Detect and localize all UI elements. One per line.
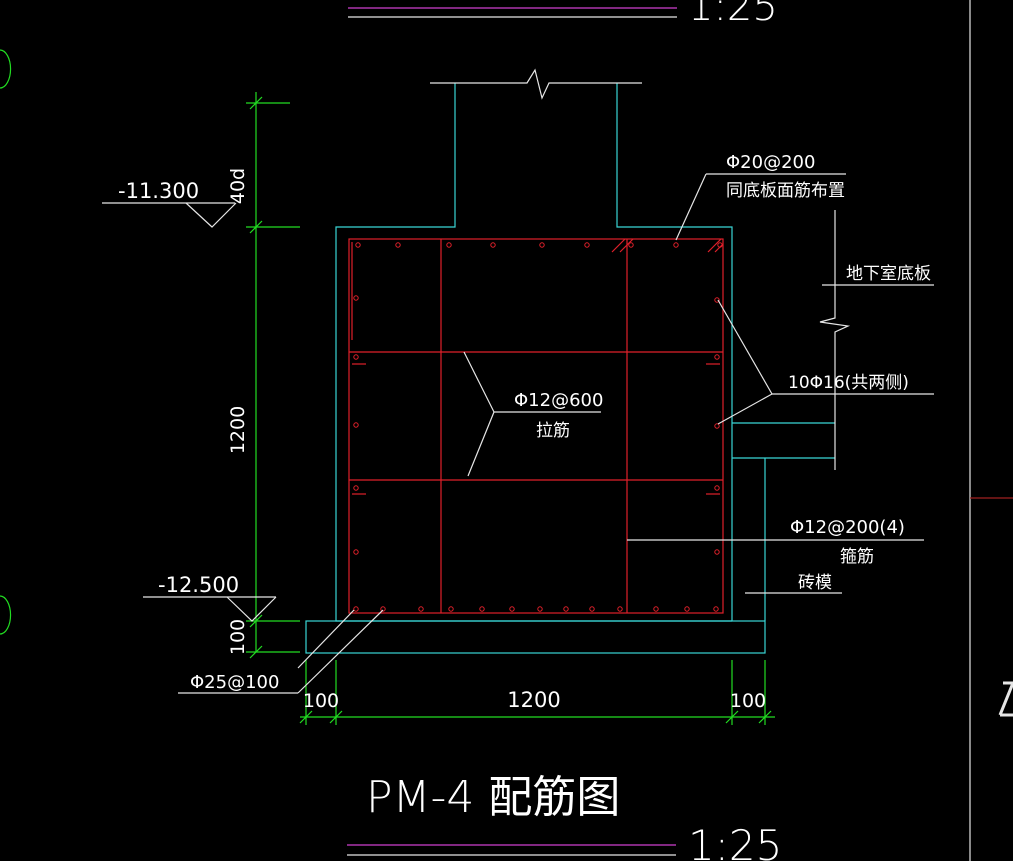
top-bar-spec: Φ20@200: [726, 152, 815, 173]
annotation-stirrups: Φ12@200(4) 箍筋: [627, 517, 924, 567]
tie-bar-spec: Φ12@600: [514, 390, 603, 411]
rebar-dot: [479, 606, 485, 612]
rebar-dot: [628, 242, 634, 248]
dim-width-left: 100: [303, 690, 339, 712]
rebar-dot: [584, 242, 590, 248]
drawing-scale: 1:25: [688, 821, 782, 861]
stirrup-note: 箍筋: [840, 547, 874, 567]
rebar-cage: [348, 238, 724, 614]
rebar-dot: [353, 295, 359, 301]
stirrup-spec: Φ12@200(4): [790, 517, 905, 538]
annotation-top-bars: Φ20@200 同底板面筋布置: [675, 152, 846, 241]
rebar-dot: [509, 606, 515, 612]
rebar-dot: [418, 606, 424, 612]
annotation-brick-form: 砖模: [745, 573, 842, 594]
rebar-dot: [537, 606, 543, 612]
rebar-dot: [446, 242, 452, 248]
elevation-top: -11.300: [102, 179, 237, 228]
elevation-bottom-label: -12.500: [158, 573, 239, 597]
rebar-dot: [714, 549, 720, 555]
rebar-dot: [589, 606, 595, 612]
top-bar-note: 同底板面筋布置: [726, 181, 845, 201]
sheet-frame: [969, 0, 1013, 861]
annotation-bottom-bars: Φ25@100: [178, 609, 384, 694]
tie-bar-note: 拉筋: [536, 421, 570, 441]
concrete-outline: [305, 68, 851, 654]
rebar-dot: [717, 242, 723, 248]
annotation-side-bars: 10Φ16(共两侧): [717, 299, 934, 425]
rebar-dot: [714, 297, 720, 303]
rebar-dot: [563, 606, 569, 612]
rebar-dot: [353, 354, 359, 360]
dim-anchorage: 40d: [227, 168, 249, 204]
dim-width-right: 100: [730, 690, 766, 712]
rebar-dot: [395, 242, 401, 248]
rebar-dot: [684, 606, 690, 612]
rebar-dot: [673, 242, 679, 248]
rebar-dot: [448, 606, 454, 612]
partial-glyph: [998, 681, 1013, 717]
rebar-dot: [714, 354, 720, 360]
brick-form-label: 砖模: [798, 573, 832, 593]
annotation-tie-bars: Φ12@600 拉筋: [463, 351, 603, 477]
drawing-title-block: PM-4 配筋图 1:25: [347, 772, 782, 861]
grid-bubble-marks: [0, 49, 12, 635]
dimensions: 40d 1200 100 100 1200 100: [227, 92, 775, 725]
rebar-dot: [355, 242, 361, 248]
basement-slab-label: 地下室底板: [846, 264, 931, 284]
rebar-dot: [653, 606, 659, 612]
elevation-bottom: -12.500: [143, 573, 277, 622]
rebar-dot: [539, 242, 545, 248]
rebar-dot: [353, 549, 359, 555]
dim-width-main: 1200: [507, 688, 560, 712]
bottom-bar-spec: Φ25@100: [190, 672, 279, 693]
rebar-dot: [714, 423, 720, 429]
annotation-basement-slab: 地下室底板: [822, 264, 934, 286]
rebar-dot: [617, 606, 623, 612]
rebar-dot: [353, 422, 359, 428]
rebar-dot: [353, 485, 359, 491]
dim-height: 1200: [227, 406, 249, 454]
dim-cushion: 100: [227, 619, 249, 655]
rebar-dot: [353, 606, 359, 612]
drawing-title: PM-4 配筋图: [366, 772, 620, 823]
top-scale-label: 1:25: [688, 0, 778, 30]
rebar-dot: [714, 485, 720, 491]
top-scale-bar: 1:25: [348, 0, 778, 30]
rebar-dot: [490, 242, 496, 248]
rebar-dot: [713, 606, 719, 612]
side-bars-label: 10Φ16(共两侧): [788, 373, 909, 393]
elevation-top-label: -11.300: [118, 179, 199, 203]
rebar-dot: [380, 606, 386, 612]
